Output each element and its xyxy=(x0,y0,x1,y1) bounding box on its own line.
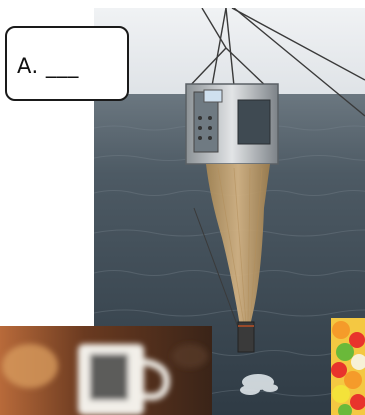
answer-label-box: A. ___ xyxy=(5,26,129,101)
answer-label-text: A. ___ xyxy=(17,54,79,78)
blurred-coffee-mug-photo xyxy=(0,326,212,415)
gummy-candy-photo xyxy=(331,318,365,415)
